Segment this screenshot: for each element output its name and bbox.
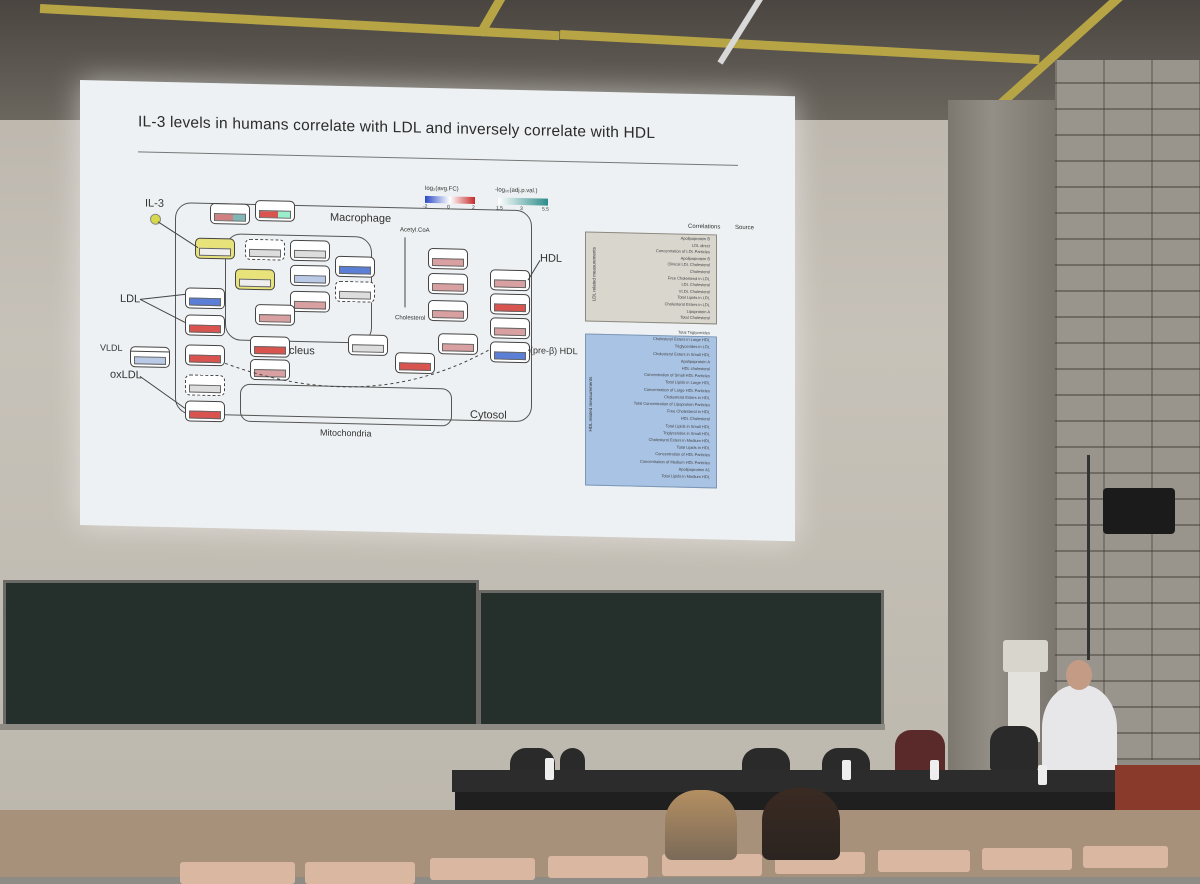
audience-member — [762, 788, 840, 860]
slide-title: IL-3 levels in humans correlate with LDL… — [138, 111, 758, 147]
correlation-row: Total Cholesterol — [680, 315, 710, 321]
seat-row — [1083, 846, 1168, 868]
concrete-pillar — [948, 100, 1058, 780]
audience-member — [665, 790, 737, 860]
seat-row — [180, 862, 295, 884]
correlation-row: Apolipoprotein A1 — [679, 466, 710, 472]
wall-device — [1003, 640, 1048, 672]
ceiling-light — [717, 0, 775, 65]
correlation-row: Total Lipids in Large HDL — [665, 380, 710, 386]
correlation-row: Total Lipids in Medium HDL — [661, 473, 710, 479]
seat-row — [548, 856, 648, 878]
correlation-row: Free Cholesterol in HDL — [667, 409, 710, 415]
blackboard-right — [478, 590, 884, 728]
source-header: Source — [735, 225, 754, 231]
correlation-row: LDL Cholesterol — [681, 282, 710, 288]
correlation-row: Cholesterol — [690, 269, 710, 274]
ldl-group-label: LDL related measurements — [592, 247, 597, 301]
correlation-row: Clinical LDL Cholesterol — [667, 262, 710, 268]
water-bottle — [842, 760, 851, 780]
correlation-row: Total Triglycerides — [678, 330, 710, 336]
speaker-person — [1042, 685, 1117, 780]
correlation-row: Lipoprotein A — [687, 308, 710, 314]
p-legend-label: -log₁₀(adj.p.val.) — [495, 187, 538, 194]
correlation-row: LDL direct — [692, 242, 710, 247]
seat-row — [982, 848, 1072, 870]
seat-row — [305, 862, 415, 884]
correlation-row: HDL Cholesterol — [681, 416, 710, 422]
correlation-row: Cholesterol Esters in LDL — [665, 301, 710, 307]
water-bottle — [930, 760, 939, 780]
correlation-row: Apolipoprotein B — [681, 255, 710, 261]
correlations-panel: Correlations Source LDL related measurem… — [585, 221, 785, 496]
fc-legend-bar — [425, 196, 475, 204]
correlation-row: Total Lipids in Small HDL — [666, 423, 710, 429]
hdl-group-label: HDL related measurements — [588, 377, 593, 432]
pathway-diagram: Macrophage Nucleus Cytosol Mitochondria … — [110, 201, 580, 472]
ceiling-speaker — [1103, 488, 1175, 534]
cable — [1087, 455, 1090, 660]
brick-wall — [1055, 60, 1200, 760]
correlation-row: Total Lipids in LDL — [677, 295, 710, 301]
correlation-row: Total Lipids in HDL — [677, 445, 710, 451]
correlation-row: Cholesterol Esters in HDL — [664, 394, 710, 400]
correlations-header: Correlations — [688, 224, 720, 231]
correlation-row: Free Cholesterol in LDL — [668, 275, 710, 281]
title-rule — [138, 151, 738, 166]
blackboard-left — [3, 580, 479, 728]
correlation-row: Apolipoprotein A — [681, 358, 710, 364]
correlation-row: Triglycerides in Small HDL — [663, 430, 710, 436]
ceiling-beam — [560, 30, 1040, 64]
fc-legend-label: log₂(avg.FC) — [425, 186, 459, 193]
correlation-row: VLDL Cholesterol — [679, 288, 710, 294]
speaker-head — [1066, 660, 1092, 690]
water-bottle — [545, 758, 554, 780]
correlation-row: HDL cholesterol — [682, 366, 710, 372]
chalk-tray — [0, 724, 885, 730]
pathway-arrows — [110, 201, 580, 472]
water-bottle — [1038, 765, 1047, 785]
projected-slide: IL-3 levels in humans correlate with LDL… — [80, 80, 795, 541]
correlation-row: Apolipoprotein B — [681, 236, 710, 242]
p-legend-bar — [498, 197, 548, 205]
chair — [990, 726, 1038, 771]
correlation-row: Triglycerides in LDL — [675, 344, 710, 350]
seat-row — [878, 850, 970, 872]
